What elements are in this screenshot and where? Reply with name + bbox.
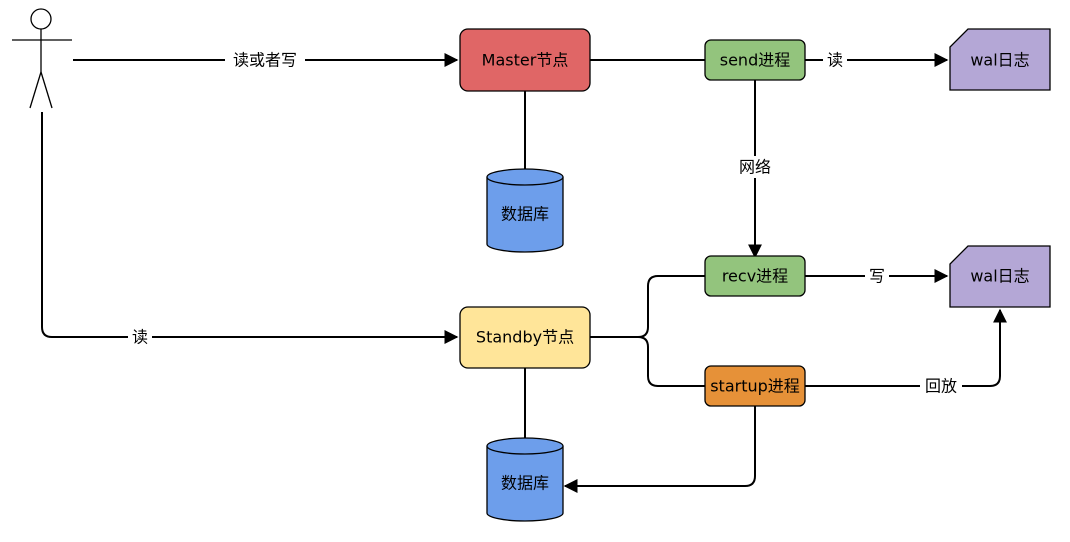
edge-startup-replay (805, 308, 1007, 387)
edge-label-network: 网络 (739, 158, 771, 177)
edge-label-bg (128, 327, 152, 347)
edge-label-user-to-master: 读或者写 (233, 51, 297, 70)
recv-process-node: recv进程 (704, 255, 806, 297)
database-bottom: 数据库 (486, 437, 564, 522)
edge-startup-to-db (563, 406, 756, 493)
edge-label-bg (735, 156, 775, 178)
master-node: Master节点 (459, 28, 591, 92)
standby-node-label: Standby节点 (476, 328, 574, 347)
edge-label-bg (865, 266, 889, 286)
edge-standby-to-recv (590, 275, 705, 338)
edge-label-recv-to-wal: 写 (869, 267, 885, 286)
wal-log-top-label: wal日志 (970, 51, 1029, 70)
edge-standby-to-startup (590, 336, 705, 387)
database-top: 数据库 (486, 168, 564, 253)
edge-label-send-to-wal: 读 (827, 51, 843, 70)
startup-process-label: startup进程 (710, 377, 800, 396)
edge-user-to-standby (41, 112, 459, 344)
edge-label-user-to-standby: 读 (132, 328, 148, 347)
recv-process-label: recv进程 (722, 267, 788, 286)
startup-process-node: startup进程 (704, 365, 806, 407)
wal-log-top: wal日志 (949, 28, 1051, 91)
stick-figure-icon (12, 8, 72, 109)
edge-label-bg (225, 50, 305, 70)
database-top-label: 数据库 (501, 205, 549, 224)
wal-log-bottom: wal日志 (949, 245, 1051, 308)
edge-label-replay: 回放 (925, 377, 957, 396)
database-bottom-label: 数据库 (501, 474, 549, 493)
send-process-node: send进程 (704, 39, 806, 81)
master-node-label: Master节点 (482, 51, 569, 70)
standby-node: Standby节点 (459, 306, 591, 369)
wal-log-bottom-label: wal日志 (970, 267, 1029, 286)
edge-label-bg (823, 50, 847, 70)
send-process-label: send进程 (720, 51, 790, 70)
edge-label-bg (920, 375, 962, 397)
